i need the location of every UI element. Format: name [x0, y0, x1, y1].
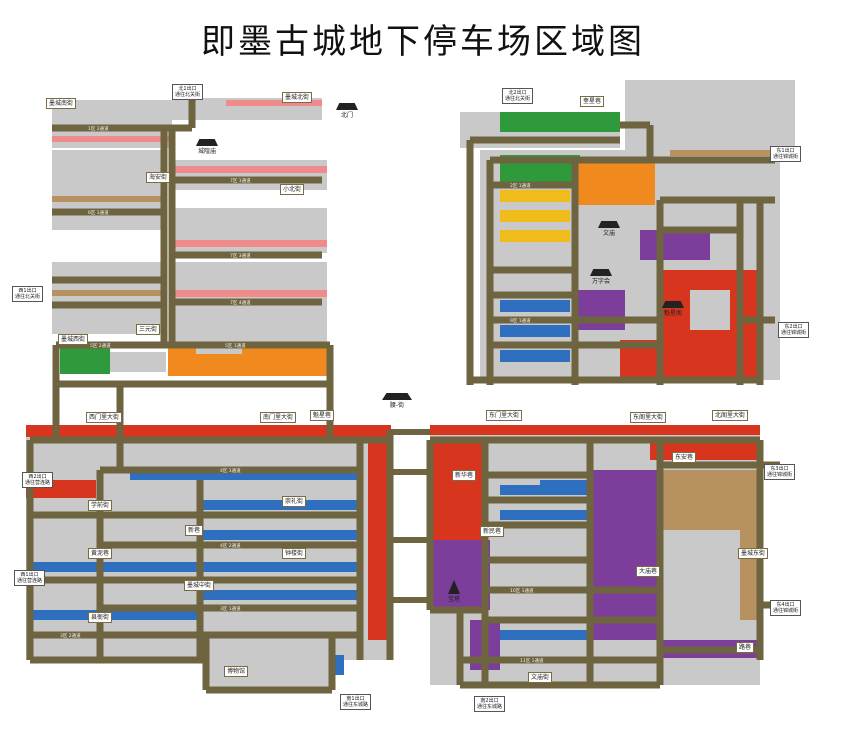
place-label: 大庙巷	[636, 566, 661, 577]
lane-label: 5区 1通道	[225, 344, 246, 349]
place-label: 新华巷	[452, 470, 477, 481]
lane-label: 7区 4通道	[230, 301, 251, 306]
place-label: 墨城北街	[282, 92, 313, 103]
exit-east-3: 东3出口 通往锦城街	[764, 464, 796, 480]
exit-south-2: 南2出口 通往东城路	[474, 696, 506, 712]
temple-icon	[196, 139, 218, 146]
east-south-roads	[426, 436, 780, 689]
place-label: 学前街	[88, 500, 113, 511]
lane-label: 7区 3通道	[230, 254, 251, 259]
place-label: 文庙街	[528, 672, 553, 683]
lane-label: 11区 1通道	[520, 659, 544, 664]
place-label: 小北街	[280, 184, 305, 195]
exit-west-2: 西2出口 通往营连路	[22, 472, 54, 488]
gate-icon	[336, 103, 358, 110]
lane-label: 9区 1通道	[510, 319, 531, 324]
place-label: 三元街	[136, 324, 161, 335]
lane-label: 4区 2通道	[220, 544, 241, 549]
place-label: 崇礼街	[282, 496, 307, 507]
lane-label: 2区 1通道	[510, 184, 531, 189]
place-label: 墨城南街	[46, 98, 77, 109]
lane-label: 3区 2通道	[60, 634, 81, 639]
exit-west-1: 西1出口 通往北关街	[12, 286, 44, 302]
west-north-roads	[52, 92, 334, 388]
central-corridor	[390, 429, 430, 603]
place-label: 县衙街	[88, 612, 113, 623]
place-label: 北阁里大街	[712, 410, 749, 421]
place-label: 博物馆	[224, 666, 249, 677]
east-north-roads	[466, 121, 775, 385]
place-label: 黄泥巷	[88, 548, 113, 559]
place-label: 路巷	[736, 642, 755, 653]
lane-label: 1区 2通道	[88, 127, 109, 132]
place-label: 西门里大街	[86, 412, 123, 423]
place-label: 新民巷	[480, 526, 505, 537]
landmark-wanzi: 万字会	[590, 266, 612, 285]
lane-label: 10区 1通道	[510, 589, 534, 594]
place-label: 魁星巷	[310, 410, 335, 421]
exit-east-4: 东4出口 通往锦城街	[770, 600, 802, 616]
place-label: 墨城中街	[184, 580, 215, 591]
temple-icon	[590, 269, 612, 276]
place-label: 钟楼街	[282, 548, 307, 559]
landmark-center: 腰-街	[382, 390, 412, 409]
lane-label: 5区 2通道	[90, 344, 111, 349]
pagoda-icon	[448, 580, 460, 594]
place-label: 东阁里大街	[630, 412, 667, 423]
place-label: 奎星巷	[580, 96, 605, 107]
exit-north-east: 北2出口 通往北关街	[502, 88, 534, 104]
landmark-kuixing: 魁星阁	[662, 298, 684, 317]
exit-east-2: 东2出口 通往锦城街	[778, 322, 810, 338]
landmark-north-gate: 北门	[336, 100, 358, 119]
place-label: 海安街	[146, 172, 171, 183]
landmark-pagoda: 宝塔	[448, 580, 460, 603]
landmark-temple: 城隍庙	[196, 136, 218, 155]
place-label: 东安巷	[672, 452, 697, 463]
west-south-roads	[26, 385, 394, 694]
exit-east-1: 东1出口 通往锦城街	[770, 146, 802, 162]
exit-south-1: 南1出口 通往东城路	[340, 694, 372, 710]
exit-west-3: 西1出口 通往营连路	[14, 570, 46, 586]
place-label: 新巷	[185, 525, 204, 536]
exit-north-west: 北1出口 通往北关街	[172, 84, 204, 100]
landmark-confucius: 文庙	[598, 218, 620, 237]
place-label: 东门里大街	[486, 410, 523, 421]
temple-icon	[598, 221, 620, 228]
place-label: 南门里大街	[260, 412, 297, 423]
lane-label: 6区 1通道	[88, 211, 109, 216]
place-label: 墨城东街	[738, 548, 769, 559]
west-parking-areas	[52, 98, 328, 376]
lane-label: 3区 1通道	[220, 607, 241, 612]
tower-icon	[662, 301, 684, 308]
map-title: 即墨古城地下停车场区域图	[201, 22, 645, 62]
place-label: 墨城西街	[58, 334, 89, 345]
pavilion-icon	[382, 393, 412, 400]
lane-label: 4区 1通道	[220, 469, 241, 474]
lane-label: 7区 1通道	[230, 179, 251, 184]
